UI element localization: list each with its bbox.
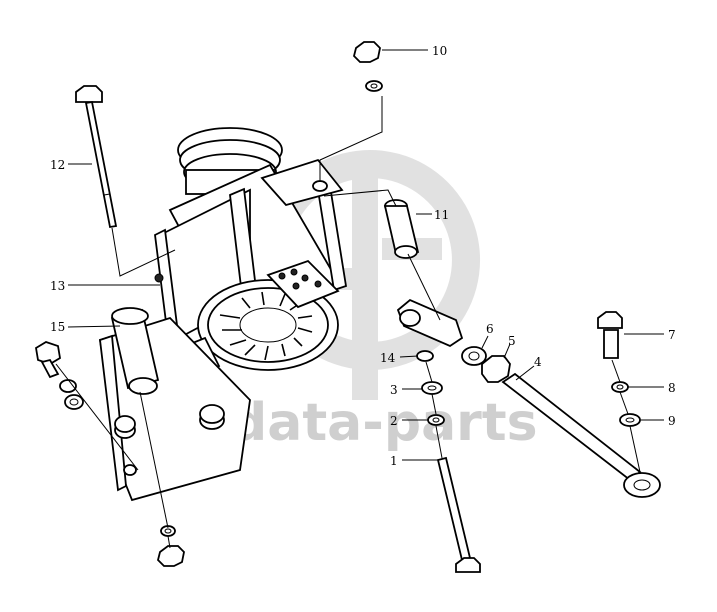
assembly-lines	[55, 96, 641, 549]
nut-10	[353, 41, 383, 92]
callout-7: 7	[668, 328, 676, 342]
callout-15: 15	[50, 320, 65, 334]
callout-leaders	[67, 49, 664, 461]
callout-labels: 10 12 11 13 15 7 6 5 14 4 3 8 2 9 1	[50, 44, 676, 468]
callout-6: 6	[486, 322, 494, 336]
watermark-text: data-parts	[230, 393, 538, 453]
left-bolt-washers	[35, 341, 84, 410]
washer-9	[619, 413, 641, 427]
nut-6	[461, 346, 487, 366]
callout-11: 11	[434, 208, 449, 222]
bolt-12	[75, 85, 118, 229]
callout-5: 5	[508, 334, 516, 348]
nut-5	[481, 355, 511, 383]
callout-14: 14	[380, 351, 396, 365]
callout-4: 4	[534, 355, 542, 369]
callout-12: 12	[50, 158, 65, 172]
bolt-1	[436, 456, 481, 573]
washer-3	[421, 381, 443, 395]
spacer-11	[383, 199, 420, 259]
bolt-7	[597, 311, 623, 359]
vent-slots	[219, 291, 313, 361]
callout-1: 1	[390, 454, 398, 468]
callout-2: 2	[390, 414, 398, 428]
washer-2	[427, 414, 445, 426]
callout-13: 13	[50, 279, 65, 293]
washer-8	[611, 381, 629, 393]
lower-washer-nut	[157, 525, 185, 567]
callout-10: 10	[432, 44, 447, 58]
callout-8: 8	[668, 381, 676, 395]
callout-3: 3	[390, 383, 398, 397]
callout-9: 9	[668, 414, 676, 428]
adjuster-14	[396, 298, 464, 362]
bracket-15	[98, 307, 251, 502]
rod-4	[501, 372, 661, 498]
